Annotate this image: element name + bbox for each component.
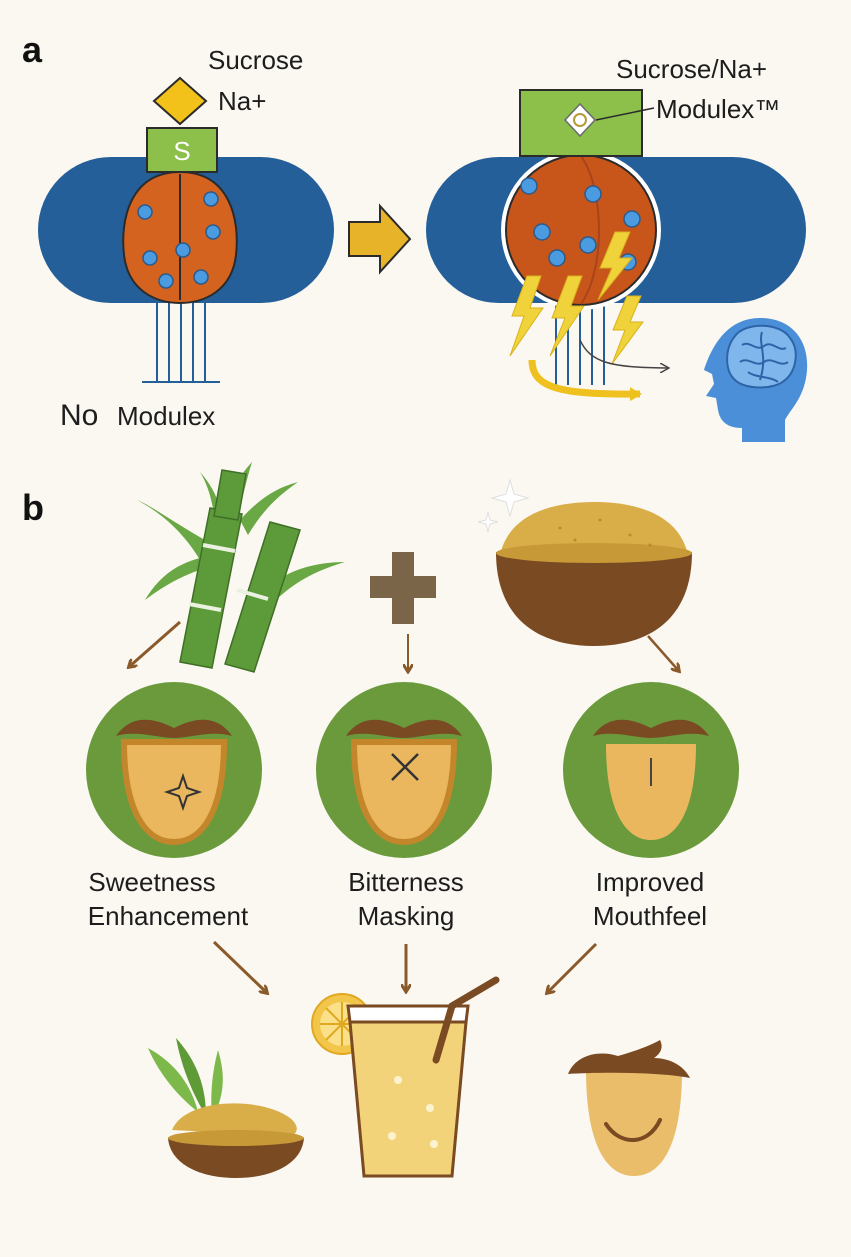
sodium-label: Na+ <box>218 86 266 116</box>
straw <box>432 976 500 1064</box>
arrow-sweet-to-product <box>212 940 266 992</box>
effect-circles <box>86 682 739 858</box>
effect-1-line1: Sweetness <box>88 867 215 897</box>
panel-label-a: a <box>22 29 43 70</box>
effect-1-line2: Enhancement <box>88 901 249 931</box>
modulex-box <box>519 89 643 157</box>
tongue-sweet <box>120 739 228 846</box>
receptor-letter: S <box>173 136 190 166</box>
sucrose-label: Sucrose <box>208 45 303 75</box>
sweetness-effect <box>86 682 262 858</box>
signal-arrow-grey <box>579 339 668 368</box>
effect-2-line1: Bitterness <box>348 867 464 897</box>
modulex-label: Modulex™ <box>656 94 780 124</box>
sparkle-decoration <box>477 478 530 533</box>
cross-icon <box>391 753 419 781</box>
sucrose-diamond-icon <box>152 76 208 126</box>
effect-3-line2: Mouthfeel <box>593 901 707 931</box>
cane-joints <box>188 543 269 612</box>
sugarcane-icon <box>137 462 345 673</box>
smile <box>604 1118 662 1142</box>
effect-3-line1: Improved <box>596 867 704 897</box>
bitterness-effect <box>316 682 492 858</box>
plus-icon <box>370 552 436 624</box>
mouthfeel-effect <box>563 682 739 858</box>
complex-label: Sucrose/Na+ <box>616 54 767 84</box>
powder-bowl-icon <box>496 502 692 646</box>
tongue-bitter <box>350 739 458 846</box>
smiling-face-icon <box>568 1040 690 1176</box>
panel-label-b: b <box>22 487 44 528</box>
left-receptor-group: S Sucrose Na+ No Modulex <box>38 45 334 432</box>
sweet-receptor-box <box>146 127 218 173</box>
lightning-icon <box>509 231 644 365</box>
brain-head-icon <box>726 324 797 389</box>
arrow-mouthfeel-to-product <box>548 942 598 992</box>
signal-arrow-yellow <box>528 359 642 402</box>
cane-stalks <box>179 469 301 673</box>
herb-powder-bowl-icon <box>148 1038 304 1178</box>
receptor-spots-left <box>137 191 221 289</box>
modulex-caption: Modulex <box>117 401 215 431</box>
arrow-bowl-to-mouthfeel <box>647 635 678 670</box>
receptor-tails-left <box>142 295 220 383</box>
lemonade-glass-icon <box>311 976 500 1178</box>
receptor-spots-right <box>520 177 641 271</box>
arrow-cane-to-sweet <box>130 620 181 666</box>
lips-sweet <box>116 719 232 738</box>
right-receptor-group: Sucrose/Na+ Modulex™ <box>426 54 808 442</box>
modulex-leader-line <box>595 107 655 121</box>
lips-bitter <box>346 719 462 738</box>
effect-2-line2: Masking <box>358 901 455 931</box>
modulex-diamond-icon <box>563 102 597 138</box>
arrow-right-icon <box>348 203 412 275</box>
sparkle-icon <box>163 772 203 812</box>
no-label: No <box>60 399 98 432</box>
lips-mouthfeel <box>593 719 709 738</box>
tongue-mouthfeel <box>606 744 696 840</box>
